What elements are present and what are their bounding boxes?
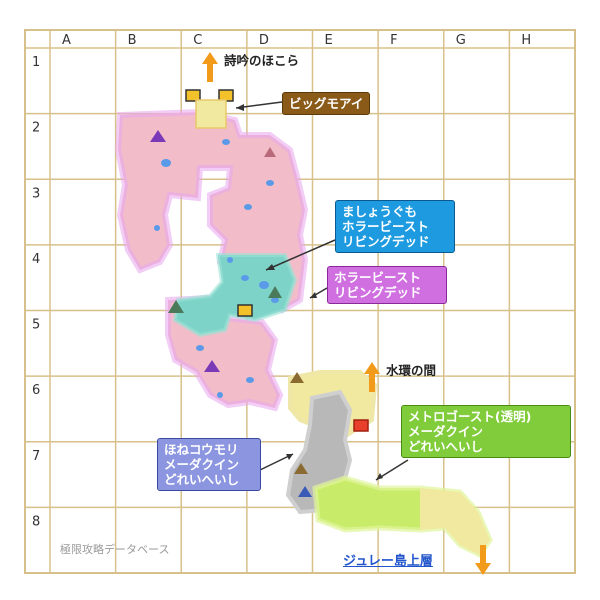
green-area-monsters-label: メトロゴースト(透明) メーダクイン どれいへいし	[401, 405, 571, 458]
stairs-up-icon	[150, 130, 166, 142]
stairs-up-icon	[294, 463, 308, 474]
row-header-1: 1	[32, 55, 40, 70]
column-header-a: A	[62, 33, 71, 48]
teal-area-monsters-label: ましょうぐも ホラービースト リビングデッド	[335, 200, 455, 253]
column-header-g: G	[456, 33, 466, 48]
row-header-7: 7	[32, 449, 40, 464]
column-header-b: B	[128, 33, 137, 48]
stairs-up-icon	[168, 300, 184, 313]
exit-up-arrow-icon	[202, 52, 218, 82]
grid-lines	[25, 30, 576, 574]
row-header-3: 3	[32, 186, 40, 201]
column-header-h: H	[521, 33, 531, 48]
exit-down-arrow-icon	[475, 545, 491, 575]
stairs-markers	[150, 130, 312, 497]
upper-island-link[interactable]: ジュレー島上層	[343, 554, 433, 569]
entrance-corridor	[195, 99, 227, 129]
shrine-label: 詩吟のほこら	[224, 53, 300, 68]
stairs-up-icon	[298, 486, 312, 497]
row-header-8: 8	[32, 514, 40, 529]
watermark: 極限攻略データベース	[60, 543, 170, 556]
water-pools	[154, 139, 279, 398]
column-header-d: D	[259, 33, 269, 48]
treasure-chest-icon	[237, 304, 253, 317]
row-header-6: 6	[32, 383, 40, 398]
exit-arrows	[202, 52, 491, 575]
column-header-c: C	[193, 33, 202, 48]
water-ring-label: 水環の間	[386, 363, 437, 378]
exit-up-arrow-icon	[364, 362, 380, 392]
treasure-chests	[185, 89, 369, 432]
row-header-4: 4	[32, 252, 40, 267]
stairs-up-icon	[268, 286, 282, 298]
callout-arrowheads	[236, 104, 383, 480]
teal-area	[172, 253, 298, 338]
column-header-e: E	[325, 33, 333, 48]
gray-area-monsters-label: ほねコウモリ メーダクイン どれいへいし	[157, 438, 261, 491]
row-header-5: 5	[32, 318, 40, 333]
treasure-chest-icon	[185, 89, 201, 102]
column-header-f: F	[390, 33, 397, 48]
stairs-up-icon	[264, 147, 276, 157]
row-headers: 1 2 3 4 5 6 7 8	[32, 55, 40, 529]
column-headers: A B C D E F G H	[62, 33, 531, 48]
treasure-chest-icon	[353, 419, 369, 432]
stairs-up-icon	[290, 372, 304, 383]
row-header-2: 2	[32, 121, 40, 136]
big-moai-label: ビッグモアイ	[282, 92, 371, 115]
right-area-monsters-label: ホラービースト リビングデッド	[327, 266, 447, 304]
stairs-up-icon	[204, 360, 220, 372]
